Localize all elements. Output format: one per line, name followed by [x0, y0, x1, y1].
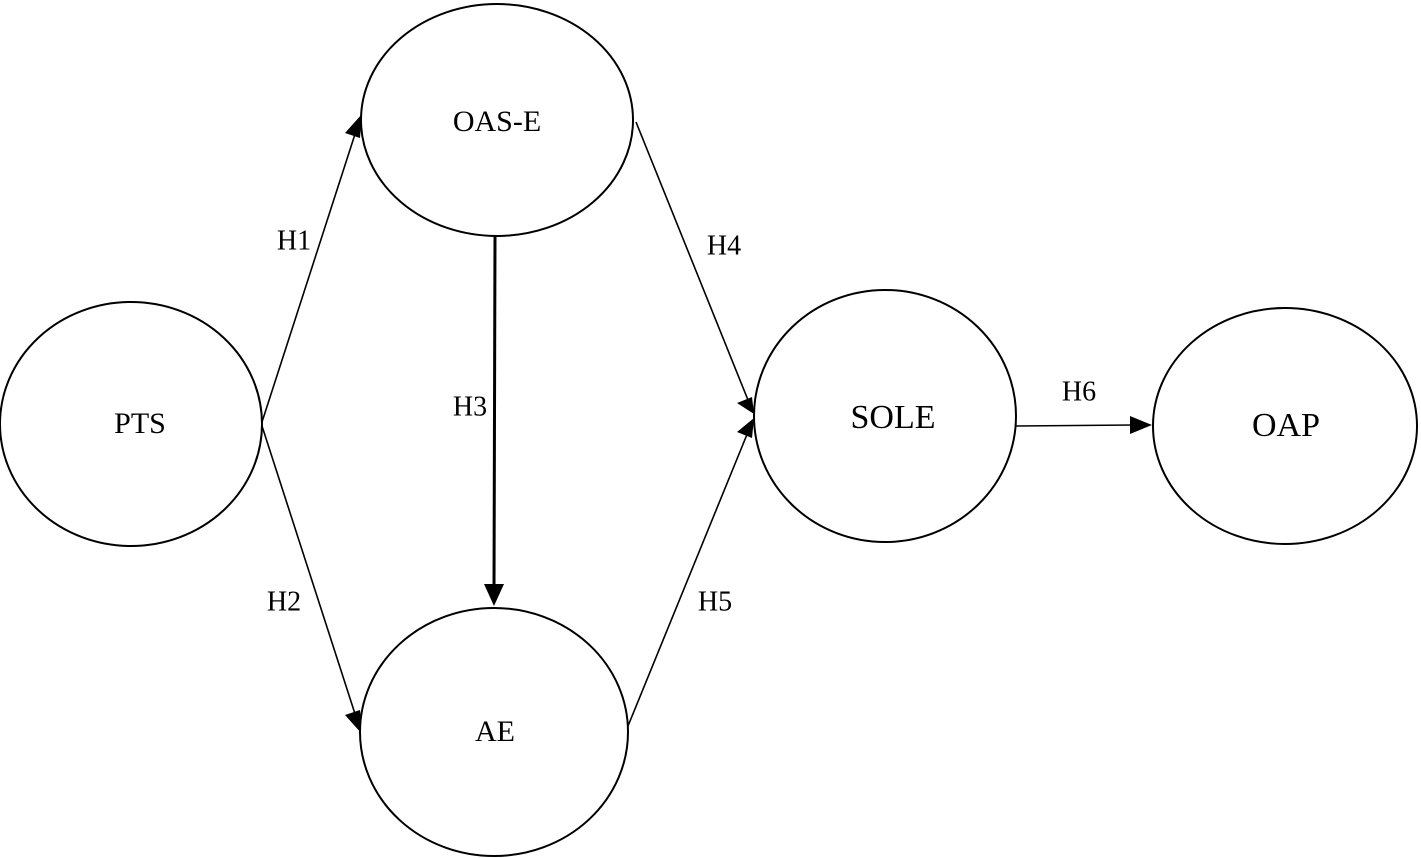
- arrowhead-sole-to-oap: [1130, 416, 1152, 434]
- edge-labels: H1 H2 H3 H4 H5 H6: [267, 225, 1096, 617]
- node-oap-ellipse: [1152, 307, 1418, 545]
- edge-oas-e-to-ae: [492, 235, 497, 591]
- node-oas-e: OAS-E: [360, 3, 634, 237]
- node-oap-label: OAP: [1252, 407, 1320, 444]
- node-oas-e-label: OAS-E: [453, 105, 541, 138]
- edge-label-h2: H2: [267, 586, 301, 617]
- edge-pts-to-oas-e: [261, 127, 358, 423]
- edges: [261, 114, 1152, 734]
- node-pts-ellipse: [0, 301, 263, 547]
- edge-label-h6: H6: [1062, 376, 1096, 407]
- arrowhead-oas-e-to-sole: [737, 397, 754, 414]
- edge-oas-e-to-sole: [635, 121, 749, 401]
- node-pts-label: PTS: [114, 407, 166, 440]
- nodes: PTS OAS-E AE SOLE OAP: [0, 3, 1418, 857]
- edge-sole-to-oap: [1015, 424, 1135, 427]
- edge-label-h1: H1: [277, 225, 311, 256]
- node-sole-label: SOLE: [851, 399, 936, 436]
- edge-pts-to-ae: [261, 425, 358, 721]
- edge-label-h3: H3: [453, 391, 487, 422]
- arrowhead-pts-to-ae: [345, 710, 362, 734]
- arrowhead-ae-to-sole: [737, 418, 754, 438]
- node-ae-ellipse: [359, 607, 629, 857]
- edge-ae-to-sole: [627, 431, 749, 727]
- node-ae: AE: [359, 607, 629, 857]
- edge-label-h4: H4: [707, 230, 741, 261]
- node-sole-ellipse: [753, 289, 1017, 543]
- node-ae-label: AE: [475, 715, 515, 748]
- node-oas-e-ellipse: [360, 3, 634, 237]
- node-pts: PTS: [0, 301, 263, 547]
- node-sole: SOLE: [753, 289, 1017, 543]
- node-oap: OAP: [1152, 307, 1418, 545]
- arrowhead-pts-to-oas-e: [345, 114, 362, 138]
- edge-label-h5: H5: [698, 586, 732, 617]
- arrowhead-oas-e-to-ae: [484, 584, 504, 606]
